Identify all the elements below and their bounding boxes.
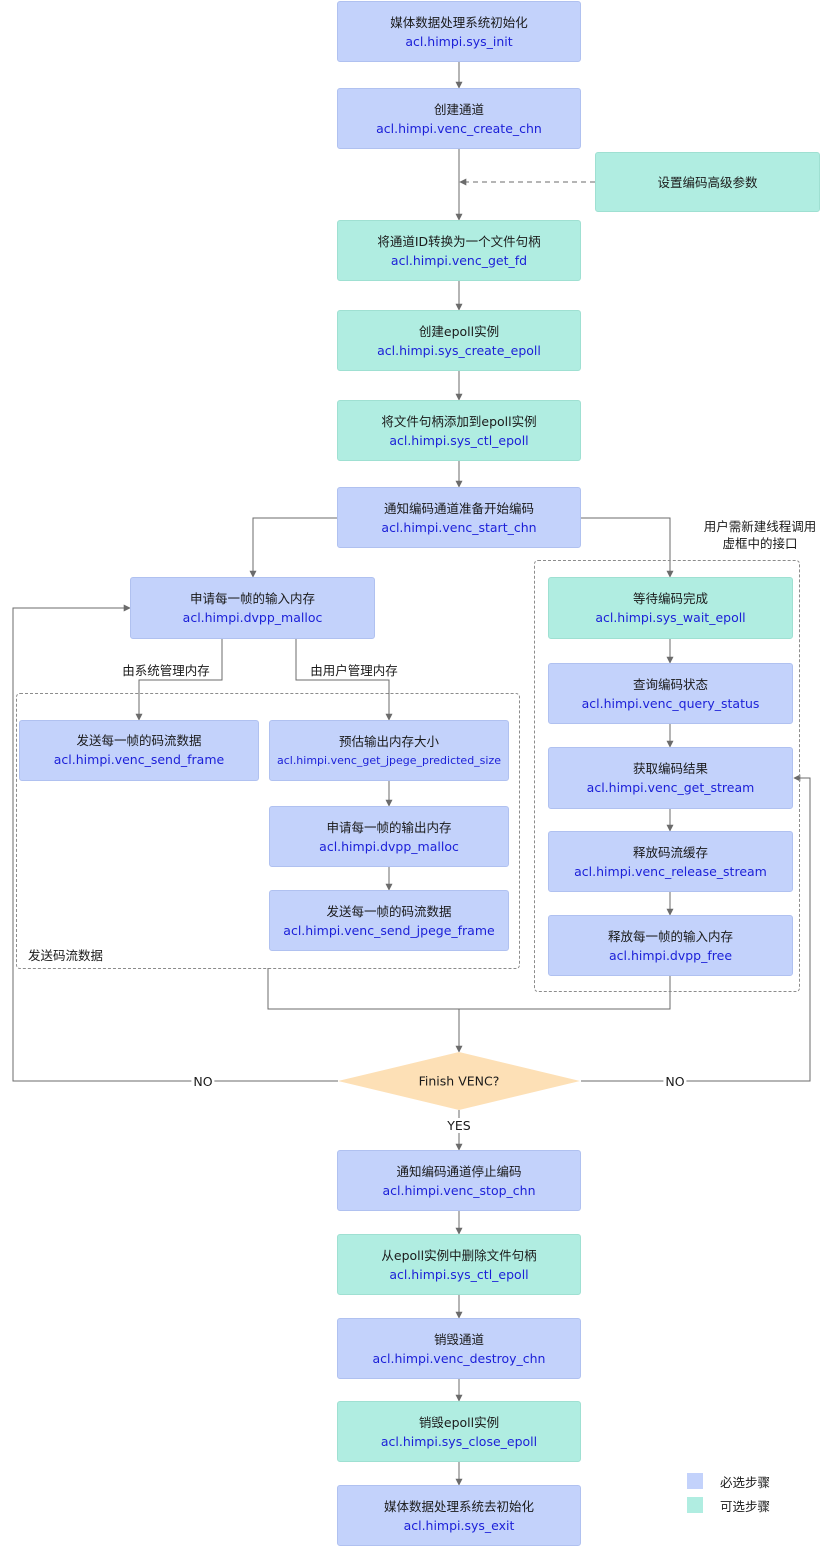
node-api: acl.himpi.venc_query_status — [581, 695, 760, 711]
node-get-stream: 获取编码结果 acl.himpi.venc_get_stream — [548, 747, 793, 809]
node-api: acl.himpi.venc_release_stream — [574, 863, 767, 879]
node-send-jpege: 发送每一帧的码流数据 acl.himpi.venc_send_jpege_fra… — [269, 890, 509, 951]
node-api: acl.himpi.sys_create_epoll — [377, 342, 541, 358]
node-api: acl.himpi.sys_init — [405, 33, 513, 49]
node-api: acl.himpi.sys_close_epoll — [380, 1433, 538, 1449]
send-group-label: 发送码流数据 — [28, 948, 104, 963]
node-title: 释放码流缓存 — [632, 844, 708, 860]
node-api: acl.himpi.sys_wait_epoll — [595, 610, 746, 625]
node-title: 预估输出内存大小 — [338, 733, 439, 749]
node-sys-exit: 媒体数据处理系统去初始化 acl.himpi.sys_exit — [337, 1485, 581, 1546]
node-title: 从epoll实例中删除文件句柄 — [381, 1247, 537, 1263]
node-title: 发送每一帧的码流数据 — [76, 733, 202, 748]
decision-label: Finish VENC? — [418, 1073, 500, 1089]
node-api: acl.himpi.venc_start_chn — [381, 519, 537, 535]
no-left-label: NO — [191, 1074, 215, 1089]
node-close-epoll: 销毁epoll实例 acl.himpi.sys_close_epoll — [337, 1401, 581, 1462]
node-api: acl.himpi.venc_get_jpege_predicted_size — [276, 753, 502, 767]
node-ctl-epoll-del: 从epoll实例中删除文件句柄 acl.himpi.sys_ctl_epoll — [337, 1234, 581, 1295]
node-api: acl.himpi.venc_destroy_chn — [372, 1350, 546, 1366]
node-adv-param: 设置编码高级参数 — [595, 152, 820, 212]
node-wait-epoll: 等待编码完成 acl.himpi.sys_wait_epoll — [548, 577, 793, 639]
node-title: 设置编码高级参数 — [657, 174, 758, 190]
node-api: acl.himpi.dvpp_free — [608, 947, 733, 963]
node-title: 通知编码通道停止编码 — [396, 1163, 522, 1179]
node-api: acl.himpi.sys_ctl_epoll — [389, 432, 529, 448]
user-managed-label: 由用户管理内存 — [310, 663, 398, 678]
node-api: acl.himpi.venc_get_stream — [586, 780, 755, 795]
node-create-chn: 创建通道 acl.himpi.venc_create_chn — [337, 88, 581, 149]
sys-managed-label: 由系统管理内存 — [122, 663, 210, 678]
node-title: 媒体数据处理系统去初始化 — [383, 1498, 534, 1514]
node-create-epoll: 创建epoll实例 acl.himpi.sys_create_epoll — [337, 310, 581, 371]
node-title: 创建epoll实例 — [418, 323, 500, 339]
node-title: 等待编码完成 — [632, 591, 708, 606]
node-start-chn: 通知编码通道准备开始编码 acl.himpi.venc_start_chn — [337, 487, 581, 548]
node-api: acl.himpi.dvpp_malloc — [182, 610, 323, 625]
legend-optional-label: 可选步骤 — [720, 1499, 771, 1514]
node-title: 媒体数据处理系统初始化 — [390, 14, 528, 30]
node-api: acl.himpi.venc_create_chn — [376, 120, 542, 136]
legend-required-swatch — [687, 1473, 703, 1489]
node-api: acl.himpi.sys_ctl_epoll — [389, 1266, 529, 1282]
node-title: 获取编码结果 — [632, 761, 708, 776]
node-title: 通知编码通道准备开始编码 — [383, 500, 534, 516]
node-api: acl.himpi.venc_send_jpege_frame — [283, 922, 495, 938]
legend-required-label: 必选步骤 — [720, 1475, 771, 1490]
send-stream-group — [16, 693, 520, 969]
no-right-label: NO — [663, 1074, 687, 1089]
node-title: 销毁通道 — [433, 1331, 484, 1347]
thread-note-line2: 虚框中的接口 — [722, 536, 798, 551]
node-sys-init: 媒体数据处理系统初始化 acl.himpi.sys_init — [337, 1, 581, 62]
node-ctl-epoll-add: 将文件句柄添加到epoll实例 acl.himpi.sys_ctl_epoll — [337, 400, 581, 461]
node-title: 创建通道 — [433, 101, 484, 117]
node-destroy-chn: 销毁通道 acl.himpi.venc_destroy_chn — [337, 1318, 581, 1379]
node-title: 发送每一帧的码流数据 — [326, 903, 452, 919]
node-title: 申请每一帧的输出内存 — [326, 819, 452, 835]
node-title: 申请每一帧的输入内存 — [189, 591, 315, 606]
legend-optional-swatch — [687, 1497, 703, 1513]
node-title: 释放每一帧的输入内存 — [607, 928, 733, 944]
node-api: acl.himpi.venc_get_fd — [390, 252, 528, 268]
node-title: 将通道ID转换为一个文件句柄 — [377, 233, 541, 249]
yes-label: YES — [445, 1118, 473, 1133]
node-query-status: 查询编码状态 acl.himpi.venc_query_status — [548, 663, 793, 724]
thread-note-line1: 用户需新建线程调用 — [703, 519, 817, 534]
node-title: 查询编码状态 — [632, 676, 708, 692]
node-out-malloc: 申请每一帧的输出内存 acl.himpi.dvpp_malloc — [269, 806, 509, 867]
decision-diamond — [338, 1052, 580, 1110]
node-release-stream: 释放码流缓存 acl.himpi.venc_release_stream — [548, 831, 793, 892]
node-api: acl.himpi.dvpp_malloc — [319, 838, 459, 854]
node-title: 将文件句柄添加到epoll实例 — [381, 413, 537, 429]
node-in-malloc: 申请每一帧的输入内存 acl.himpi.dvpp_malloc — [130, 577, 375, 639]
node-stop-chn: 通知编码通道停止编码 acl.himpi.venc_stop_chn — [337, 1150, 581, 1211]
node-api: acl.himpi.venc_send_frame — [53, 752, 225, 767]
node-predict-size: 预估输出内存大小 acl.himpi.venc_get_jpege_predic… — [269, 720, 509, 781]
thread-group — [534, 560, 800, 992]
node-dvpp-free: 释放每一帧的输入内存 acl.himpi.dvpp_free — [548, 915, 793, 976]
node-title: 销毁epoll实例 — [418, 1414, 500, 1430]
node-send-frame: 发送每一帧的码流数据 acl.himpi.venc_send_frame — [19, 720, 259, 781]
node-get-fd: 将通道ID转换为一个文件句柄 acl.himpi.venc_get_fd — [337, 220, 581, 281]
node-api: acl.himpi.venc_stop_chn — [382, 1182, 536, 1198]
node-api: acl.himpi.sys_exit — [403, 1517, 515, 1533]
